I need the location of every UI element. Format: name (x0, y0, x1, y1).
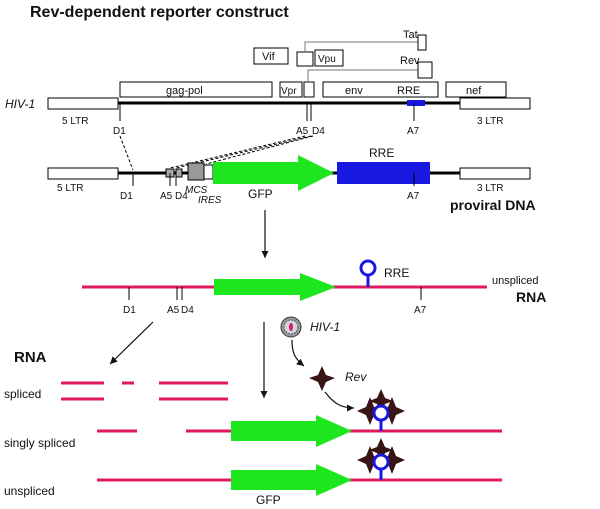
virion-label: HIV-1 (310, 320, 340, 334)
singly-rev-star-2 (379, 397, 405, 425)
gfp-arrow (213, 155, 334, 191)
prov-d1-label: D1 (120, 191, 133, 202)
hiv-a7-label: A7 (407, 126, 420, 137)
unspliced-rev-star-2 (379, 446, 405, 474)
hiv-5ltr-box (47, 97, 119, 110)
provirus-5ltr-label: 5 LTR (57, 183, 84, 194)
gene-env (322, 81, 439, 98)
hiv-a5-label: A5 (296, 126, 309, 137)
row-unspliced-label: unspliced (4, 484, 55, 498)
unspliced-rev-star-3 (369, 438, 393, 461)
gene-tat-label: Tat (403, 29, 418, 41)
gene-rev-label: Rev (400, 55, 420, 67)
unspliced-gfp-label: GFP (256, 493, 281, 507)
singly-rev-star-3 (369, 389, 393, 412)
gfp-label: GFP (248, 187, 273, 201)
gene-vif-label: Vif (262, 51, 276, 63)
gene-vif (253, 47, 289, 65)
prov-a7-label: A7 (407, 191, 420, 202)
provirus-5ltr-box (47, 167, 119, 180)
splicing-arrow (109, 321, 154, 365)
row-singly-label: singly spliced (4, 436, 75, 450)
rev-protein-icon (309, 366, 335, 391)
rna-primary-rre-label: RRE (384, 266, 409, 280)
unspliced-gfp-arrow (231, 464, 352, 496)
hiv-d4-label: D4 (312, 126, 325, 137)
gene-env-label: env (345, 85, 363, 97)
ires-block-white (203, 164, 214, 180)
map-d1 (119, 135, 134, 171)
rna-primary-gfp (214, 273, 336, 301)
rna-primary-rna-label: RNA (516, 289, 546, 305)
gene-gag-pol-label: gag-pol (166, 85, 203, 97)
hiv-3ltr-box (459, 97, 531, 110)
virion-genome (289, 323, 293, 331)
hiv-3ltr-label: 3 LTR (477, 116, 504, 127)
gene-rre-label: RRE (397, 85, 420, 97)
ires-label: IRES (198, 195, 222, 206)
singly-rre-loop-front (372, 404, 390, 422)
gene-vpr (279, 81, 303, 98)
hiv-genome: HIV-1 5 LTR 3 LTR gag-pol Vif Vpu Vpr Ta… (5, 29, 531, 137)
rna-a5-label: A5 (167, 305, 180, 316)
provirus-rre-label: RRE (369, 146, 394, 160)
rna-d4-label: D4 (181, 305, 194, 316)
rna-primary-rre-loop (359, 259, 377, 277)
rna-d1-label: D1 (123, 305, 136, 316)
gene-vpu (314, 49, 344, 67)
provirus-3ltr-box (459, 167, 531, 180)
gene-vpu-box-a (296, 51, 314, 67)
rev-connector (307, 69, 418, 82)
ires-block (187, 162, 205, 181)
unspliced-rre-loop (372, 453, 390, 471)
gene-vpr-label: Vpr (281, 86, 297, 97)
gene-tat-rev-exon1 (303, 81, 315, 98)
gene-vpu-label: Vpu (318, 54, 336, 65)
prov-a5-label: A5 (160, 191, 173, 202)
proviral-construct: 5 LTR 3 LTR MCS IRES GFP RRE D1 A5 D4 A7… (47, 146, 536, 213)
hiv-label: HIV-1 (5, 97, 35, 111)
gene-rev-exon2 (417, 61, 433, 79)
row-spliced: spliced (4, 381, 228, 401)
row-singly-spliced: singly spliced (4, 389, 502, 450)
hiv-rre-mark (407, 100, 425, 106)
mcs-label: MCS (185, 185, 208, 196)
row-spliced-label: spliced (4, 387, 41, 401)
title: Rev-dependent reporter construct (30, 4, 289, 21)
hiv-virion: HIV-1 (280, 316, 340, 338)
rna-section-label: RNA (14, 349, 47, 366)
singly-rev-star-1 (357, 397, 383, 425)
rna-a7-label: A7 (414, 305, 427, 316)
hiv-5ltr-label: 5 LTR (62, 116, 89, 127)
singly-gfp-arrow (231, 415, 352, 447)
rna-primary-unspliced-label: unspliced (492, 275, 538, 287)
mcs-block-b (175, 168, 183, 178)
gene-nef (445, 81, 507, 98)
virion-to-rev-arrow (291, 339, 305, 367)
gene-tat-exon2 (417, 34, 427, 51)
gene-gag-pol (119, 81, 273, 98)
hiv-d1-label: D1 (113, 126, 126, 137)
provirus-3ltr-label: 3 LTR (477, 183, 504, 194)
unspliced-rev-star-1 (357, 446, 383, 474)
gene-nef-label: nef (466, 85, 482, 97)
rev-label: Rev (345, 370, 367, 384)
tat-connector (304, 41, 418, 52)
proviral-dna-label: proviral DNA (450, 197, 536, 213)
rev-binding-arrow (324, 391, 355, 412)
rna-primary: RRE unspliced RNA D1 A5 D4 A7 (82, 259, 546, 316)
map-insert (205, 135, 314, 165)
row-unspliced: unspliced GFP (4, 438, 502, 507)
provirus-rre (337, 162, 430, 184)
prov-d4-label: D4 (175, 191, 188, 202)
